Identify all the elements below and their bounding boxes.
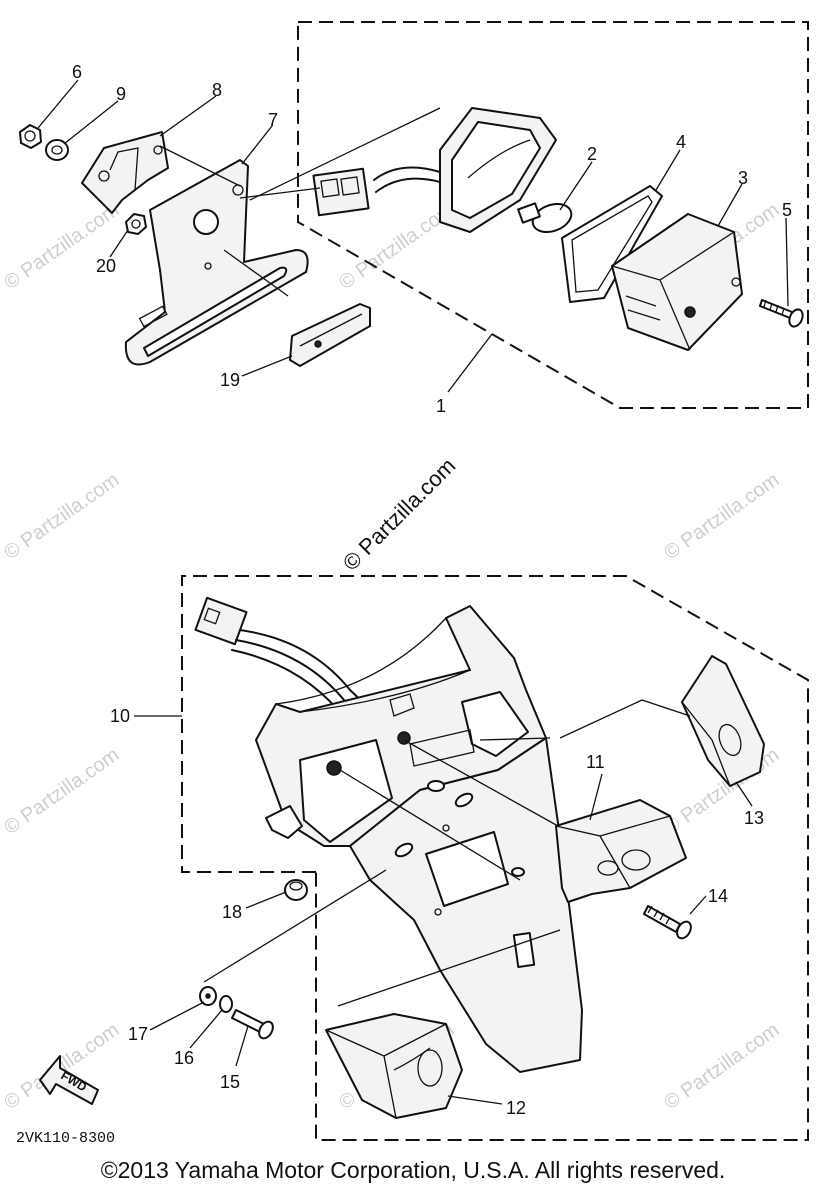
part-12-side-light — [325, 1013, 463, 1119]
part-17-washer — [199, 986, 217, 1006]
part-10-housing — [255, 605, 547, 847]
watermark-faint: © Partzilla.com — [0, 1019, 123, 1114]
callout-11: 11 — [586, 752, 605, 772]
callout-5: 5 — [782, 200, 792, 220]
callout-10: 10 — [110, 706, 130, 726]
watermark-main: © Partzilla.com — [338, 453, 461, 576]
part-15-bolt — [231, 1009, 274, 1040]
part-2-bulb — [517, 202, 573, 234]
leader-lines-bottom — [134, 699, 753, 1105]
part-6-nut — [19, 124, 42, 149]
callout-18: 18 — [222, 902, 242, 922]
callout-2: 2 — [587, 144, 597, 164]
part-5-screw — [759, 299, 804, 328]
part-20-nut — [125, 213, 147, 235]
callout-17: 17 — [128, 1024, 148, 1044]
part-13-side-light — [681, 655, 765, 787]
watermark-faint: © Partzilla.com — [0, 199, 123, 294]
callout-7: 7 — [268, 110, 278, 130]
callout-14: 14 — [708, 886, 728, 906]
part-16-spring-washer — [219, 995, 233, 1013]
watermark-faint: © Partzilla.com — [660, 1019, 783, 1114]
callout-20: 20 — [96, 256, 116, 276]
callout-16: 16 — [174, 1048, 194, 1068]
diagram-code: 2VK110-8300 — [16, 1130, 115, 1147]
callout-4: 4 — [676, 132, 686, 152]
leader-lines-top — [37, 79, 789, 393]
part-fender-plate — [349, 737, 583, 1073]
callout-19: 19 — [220, 370, 240, 390]
part-7-license-bracket — [124, 159, 309, 366]
callout-12: 12 — [506, 1098, 526, 1118]
part-10-mount-stub — [265, 805, 303, 839]
watermark-faint: © Partzilla.com — [0, 469, 123, 564]
assembly-10-boundary — [181, 575, 809, 1141]
part-9-collar — [45, 139, 69, 161]
assembly-1-boundary — [297, 21, 809, 409]
part-3-lens — [611, 213, 743, 351]
part-19-reflector — [289, 303, 371, 367]
callout-13: 13 — [744, 808, 764, 828]
part-4-gasket — [561, 185, 663, 303]
callout-8: 8 — [212, 80, 222, 100]
part-18-grommet — [284, 879, 308, 901]
callout-1: 1 — [436, 396, 446, 416]
watermark-faint: © Partzilla.com — [660, 469, 783, 564]
copyright-notice: ©2013 Yamaha Motor Corporation, U.S.A. A… — [100, 1157, 726, 1183]
part-11-side-light — [555, 799, 687, 903]
callout-9: 9 — [116, 84, 126, 104]
watermark-faint: © Partzilla.com — [0, 744, 123, 839]
callout-6: 6 — [72, 62, 82, 82]
part-14-screw — [643, 905, 692, 940]
part-8-bracket — [81, 131, 169, 214]
callout-3: 3 — [738, 168, 748, 188]
callout-15: 15 — [220, 1072, 240, 1092]
part-taillight-base — [312, 107, 557, 233]
